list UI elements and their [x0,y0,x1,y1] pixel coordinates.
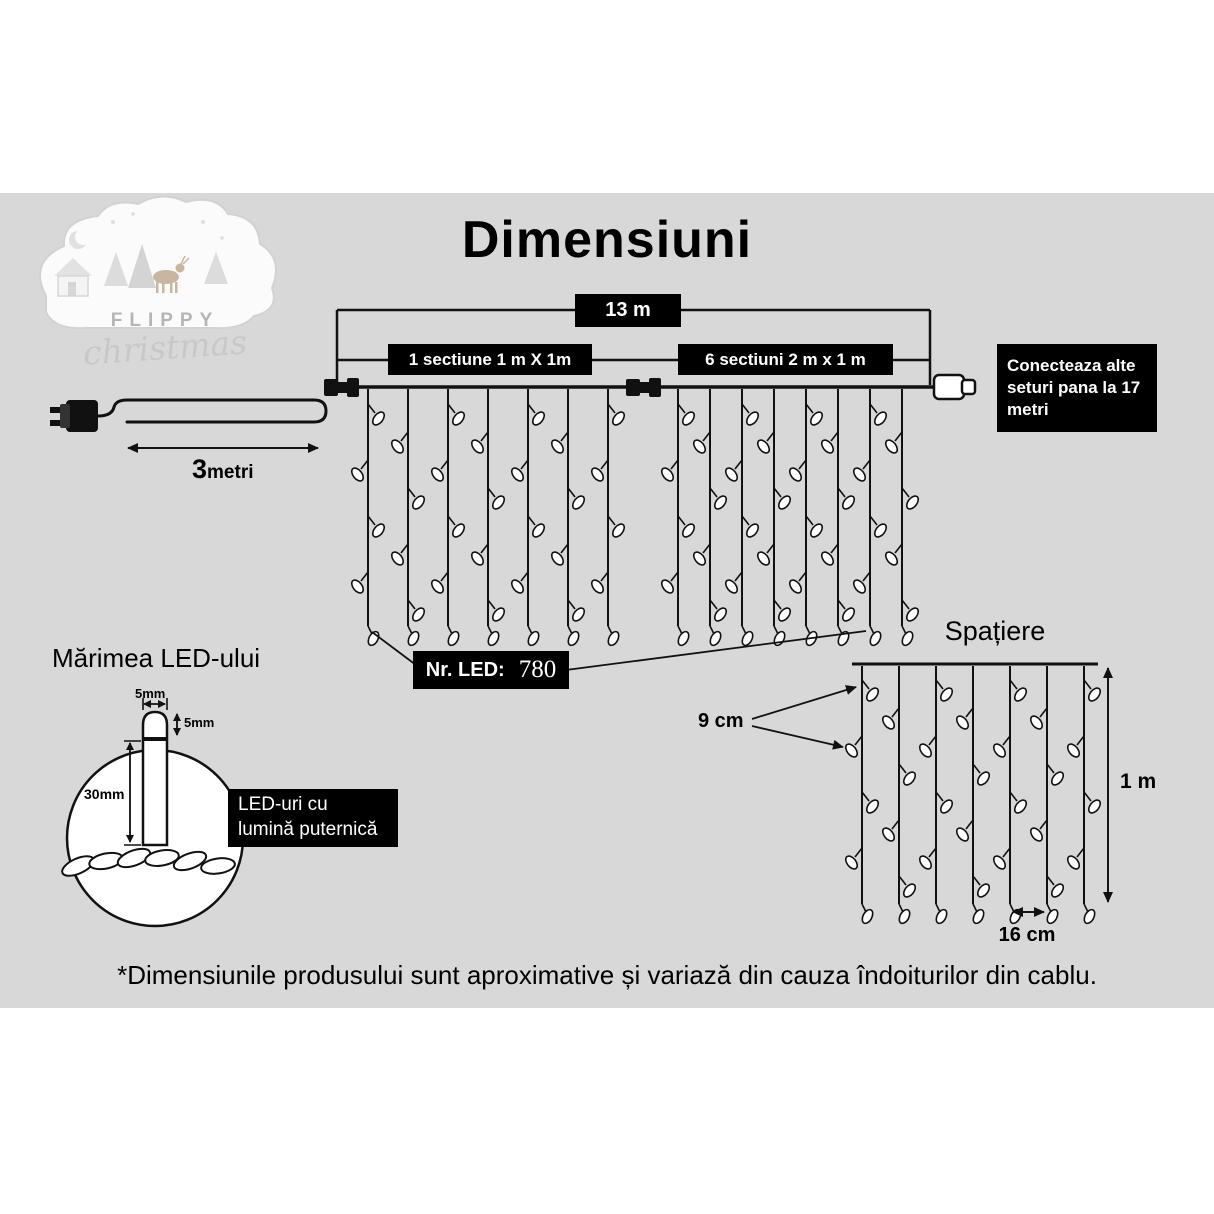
tree-icon [128,244,156,288]
power-plug-icon [50,400,98,432]
size-arrows [124,698,181,846]
twisted-cable-icon [61,847,236,877]
logo-cloud-icon [39,195,277,330]
end-plug-icon [932,373,977,401]
tree-icon [204,252,228,284]
curtain-section-1 [350,389,626,647]
led-size-title: Mărimea LED-ului [52,643,261,673]
tree-icon [104,252,128,286]
section1-badge: 1 sectiune 1 m X 1m [388,344,592,375]
deer-icon [153,255,190,293]
led-dome-label: 5mm [184,715,215,730]
section2-badge: 6 sectiuni 2 m x 1 m [678,344,893,375]
house-icon [54,258,92,276]
page-title: Dimensiuni [461,211,753,269]
led-height-label: 30mm [84,786,125,802]
total-width-badge: 13 m [575,294,681,327]
spacing-arrows [751,667,1113,917]
cable-connector-icon [324,378,359,397]
spacing-9cm-label: 9 cm [698,710,744,732]
lead-cable [96,398,328,424]
led-count-badge: Nr. LED: 780 [413,651,569,689]
led-bulb-icon [141,710,169,847]
led-note-badge: LED-uri cu lumină puternică [228,789,398,847]
cable-connector-icon [626,378,661,397]
lead-length-unit: metri [207,462,254,483]
brand-name: FLIPPY [110,310,220,331]
lead-length-value: 3 [192,454,208,484]
led-count-pointers [371,630,867,671]
spacing-1m-label: 1 m [1120,770,1157,793]
led-width-label: 5mm [135,686,166,701]
led-count-value: 780 [518,656,557,683]
spacing-16cm-label: 16 cm [998,924,1056,946]
lead-length-label: 3metri [192,454,254,485]
connect-note-badge: Conecteaza alte seturi pana la 17 metri [997,344,1157,432]
curtain-section-2 [660,389,920,647]
led-count-label: Nr. LED: [425,658,505,681]
footnote: *Dimensiunile produsului sunt aproximati… [117,960,1097,990]
spacing-title: Spațiere [944,616,1046,646]
led-size-diagram [61,698,245,928]
spacing-curtain [844,666,1102,925]
